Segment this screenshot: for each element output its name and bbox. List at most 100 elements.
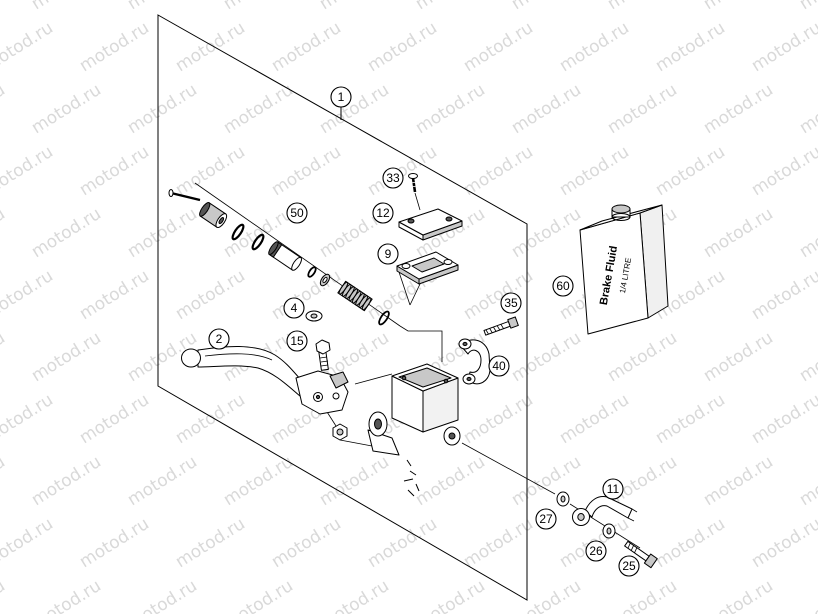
callout-25: 25 [618, 555, 640, 577]
watermark-text: motod.ru [508, 452, 585, 510]
callout-33: 33 [382, 167, 404, 189]
pivot-nut [332, 423, 348, 441]
lever-perch [295, 370, 349, 415]
callout-9: 9 [377, 243, 399, 265]
watermark-text: motod.ru [412, 0, 489, 14]
watermark-text: motod.ru [0, 576, 9, 614]
pivot-bolt [315, 339, 331, 371]
watermark-text: motod.ru [220, 0, 297, 14]
watermark-text: motod.ru [556, 142, 633, 200]
watermark-text: motod.ru [28, 328, 105, 386]
pushrod [168, 189, 201, 202]
watermark-text: motod.ru [652, 514, 729, 572]
brake-fluid-bottle: Brake Fluid 1/4 LITRE [579, 204, 669, 335]
reservoir-cap [398, 208, 463, 241]
callout-label: 60 [556, 279, 570, 293]
clamp-bolt [483, 316, 519, 336]
brake-lever [181, 345, 302, 397]
watermark-text: motod.ru [76, 266, 153, 324]
watermark-text: motod.ru [700, 0, 777, 14]
watermark-text: motod.ru [172, 390, 249, 448]
watermark-text: motod.ru [604, 0, 681, 14]
watermark-text: motod.ru [0, 266, 57, 324]
watermark-text: motod.ru [700, 328, 777, 386]
watermark-text: motod.ru [796, 204, 818, 262]
watermark-text: motod.ru [220, 576, 297, 614]
callout-1: 1 [330, 86, 352, 108]
secondary-seal [319, 273, 331, 287]
watermark-text: motod.ru [172, 514, 249, 572]
watermark-text: motod.ru [268, 514, 345, 572]
watermark-text: motod.ru [748, 514, 818, 572]
watermark-text: motod.ru [460, 18, 537, 76]
watermark-text: motod.ru [0, 142, 57, 200]
watermark-text: motod.ru [508, 0, 585, 14]
watermark-text: motod.ru [796, 0, 818, 14]
watermark-text: motod.ru [172, 266, 249, 324]
dust-boot [199, 202, 228, 229]
callout-11: 11 [602, 478, 624, 500]
watermark-text: motod.ru [76, 18, 153, 76]
watermark-text: motod.ru [700, 204, 777, 262]
watermark-text: motod.ru [316, 576, 393, 614]
watermark-text: motod.ru [0, 390, 57, 448]
watermark-text: motod.ru [748, 390, 818, 448]
watermark-text: motod.ru [124, 576, 201, 614]
callout-label: 9 [385, 247, 392, 261]
watermark-text: motod.ru [508, 328, 585, 386]
callout-label: 1 [338, 90, 345, 104]
watermark-text: motod.ru [796, 328, 818, 386]
washer [305, 310, 323, 322]
assembly-panel [157, 14, 528, 601]
watermark-text: motod.ru [748, 266, 818, 324]
watermark-text: motod.ru [0, 18, 57, 76]
watermark-text: motod.ru [556, 390, 633, 448]
watermark-text: motod.ru [268, 142, 345, 200]
watermark-text: motod.ru [796, 452, 818, 510]
watermark-text: motod.ru [124, 80, 201, 138]
watermark-text: motod.ru [364, 142, 441, 200]
callout-60: 60 [552, 275, 574, 297]
callout-label: 35 [504, 296, 518, 310]
watermark-text: motod.ru [28, 576, 105, 614]
watermark-text: motod.ru [796, 576, 818, 614]
callout-label: 11 [607, 482, 620, 496]
watermark-text: motod.ru [28, 80, 105, 138]
watermark-text: motod.ru [748, 18, 818, 76]
return-spring [337, 280, 373, 312]
callout-label: 26 [589, 544, 603, 558]
watermark-text: motod.ru [28, 0, 105, 14]
watermark-text: motod.ru [76, 514, 153, 572]
watermark-text: motod.ru [700, 576, 777, 614]
watermark-text: motod.ru [364, 18, 441, 76]
bleeder-parts [403, 459, 420, 497]
handlebar-clamp [458, 338, 491, 385]
watermark-text: motod.ru [0, 452, 9, 510]
watermark-text: motod.ru [508, 576, 585, 614]
callout-2: 2 [208, 328, 230, 350]
sealing-washer-upper [556, 491, 570, 507]
watermark-text: motod.ru [412, 80, 489, 138]
watermark-text: motod.ru [508, 80, 585, 138]
watermark-text: motod.ru [460, 266, 537, 324]
watermark-text: motod.ru [0, 514, 57, 572]
watermark-text: motod.ru [0, 204, 9, 262]
callout-15: 15 [286, 330, 308, 352]
callout-label: 15 [290, 334, 304, 348]
watermark-text: motod.ru [220, 452, 297, 510]
watermark-text: motod.ru [172, 142, 249, 200]
callout-27: 27 [535, 508, 557, 530]
bottle-cap [611, 204, 631, 221]
watermark-text: motod.ru [652, 390, 729, 448]
watermark-text: motod.ru [0, 80, 9, 138]
callout-35: 35 [500, 292, 522, 314]
watermark-text: motod.ru [76, 142, 153, 200]
callout-label: 27 [539, 512, 553, 526]
watermark-text: motod.ru [124, 204, 201, 262]
banjo-bolt [624, 540, 658, 569]
callout-label: 12 [376, 206, 390, 220]
cap-screw [408, 173, 418, 193]
watermark-text: motod.ru [0, 328, 9, 386]
